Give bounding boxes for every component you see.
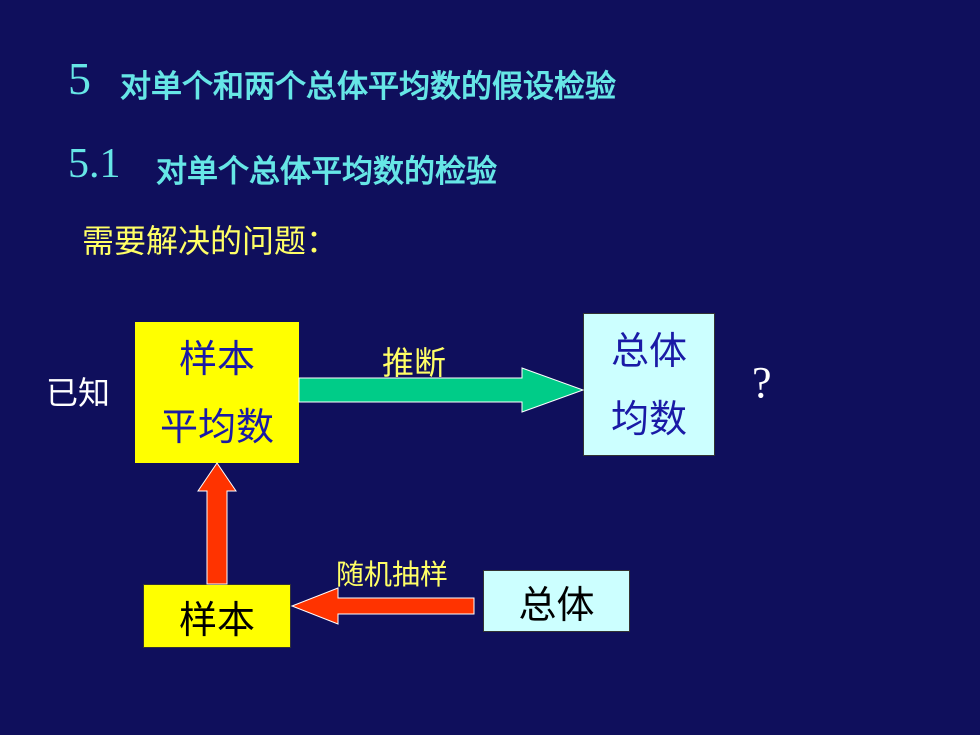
population-box: 总体 (483, 570, 630, 632)
sample-box-label: 样本 (178, 597, 255, 642)
infer-label: 推断 (382, 344, 447, 382)
sample-mean-line1: 样本 (178, 336, 255, 381)
population-mean-line2: 均数 (610, 396, 687, 441)
population-box-label: 总体 (518, 582, 595, 627)
sampling-arrow (290, 587, 475, 625)
population-mean-box: 总体 均数 (583, 313, 715, 456)
sample-mean-line2: 平均数 (159, 404, 274, 449)
population-mean-line1: 总体 (610, 328, 687, 373)
question-text: 需要解决的问题： (82, 222, 339, 260)
sample-box: 样本 (143, 584, 291, 648)
subheading-title: 对单个总体平均数的检验 (156, 154, 497, 190)
sample-mean-box: 样本 平均数 (135, 322, 299, 463)
heading-title: 对单个和两个总体平均数的假设检验 (120, 69, 616, 105)
known-label: 已知 (46, 374, 111, 412)
sampling-label: 随机抽样 (336, 558, 449, 591)
infer-arrow (298, 367, 585, 413)
heading-number: 5 (68, 53, 91, 104)
sample-to-mean-arrow (197, 462, 237, 585)
subheading-number: 5.1 (68, 141, 121, 187)
question-mark: ? (752, 358, 772, 407)
